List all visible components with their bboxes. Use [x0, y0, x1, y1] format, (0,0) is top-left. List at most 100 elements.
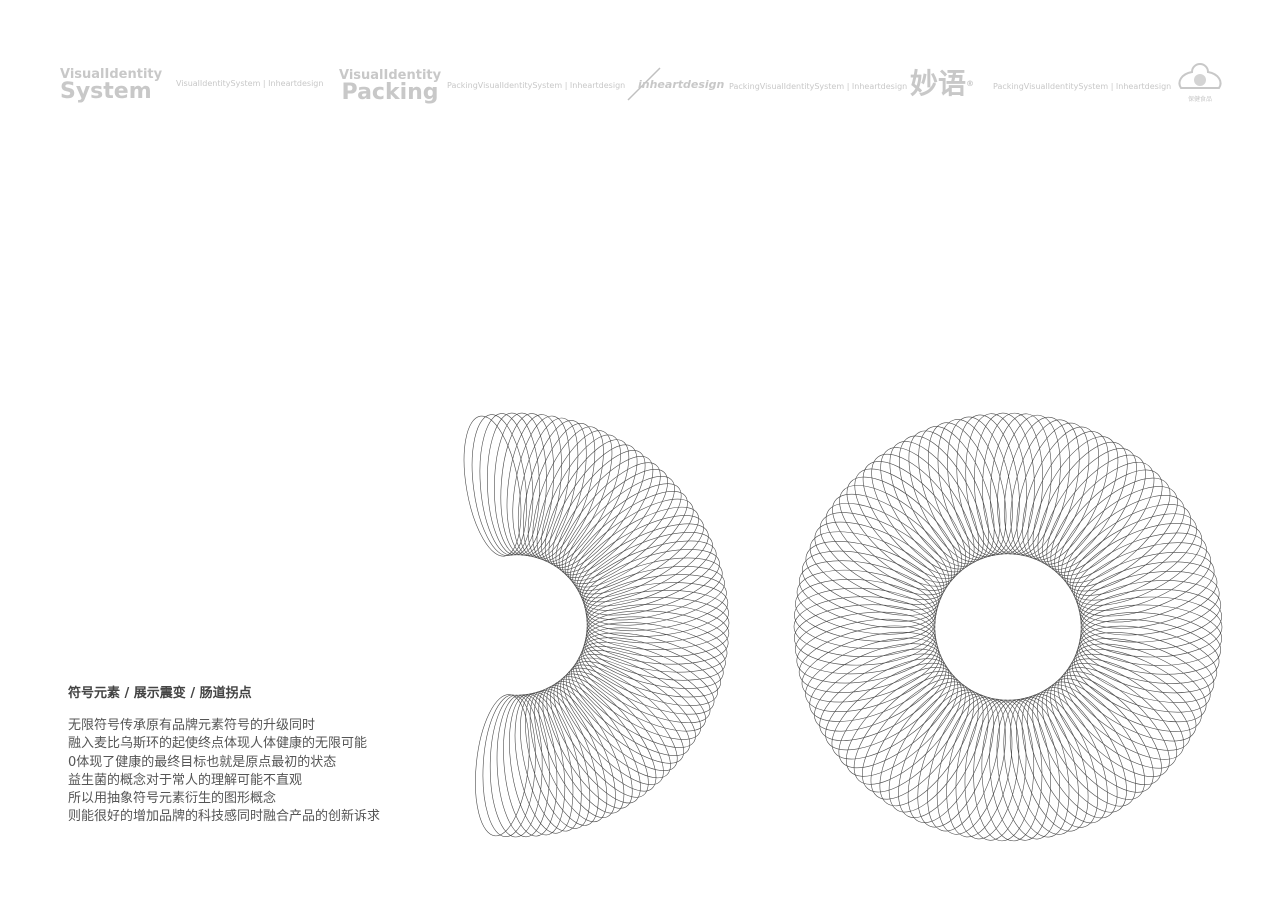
spiral-loop	[563, 670, 671, 779]
spiral-loop	[494, 412, 547, 556]
spiral-loop	[532, 426, 604, 561]
spiral-loop	[586, 597, 730, 650]
spiral-loop	[1072, 523, 1203, 606]
logo-miaoyu: 妙语®	[910, 68, 974, 100]
spiral-loop	[1003, 698, 1070, 838]
spiral-loop	[525, 691, 591, 829]
spiral-loop	[1041, 684, 1137, 807]
full-ring-spiral	[793, 412, 1223, 842]
registered-mark: ®	[966, 79, 975, 88]
spiral-loop	[576, 515, 704, 599]
description-line: 无限符号传承原有品牌元素符号的升级同时	[68, 718, 316, 733]
description-line: 融入麦比乌斯环的起使终点体现人体健康的无限可能	[68, 736, 368, 752]
spiral-loop	[928, 422, 1001, 559]
spiral-loop	[888, 687, 979, 813]
spiral-loop	[500, 413, 555, 556]
spiral-loop	[853, 674, 962, 785]
spiral-loop	[1077, 552, 1215, 623]
spiral-loop	[583, 632, 721, 698]
spiral-loop	[548, 444, 638, 568]
spiral-loop	[567, 483, 682, 585]
spiral-loop	[529, 690, 599, 826]
logo-visual-identity-system: VisualIdentity System	[60, 68, 162, 103]
spiral-loop	[1021, 693, 1099, 828]
spiral-loop	[552, 450, 646, 571]
spiral-loop	[544, 439, 630, 566]
spiral-loop	[793, 596, 936, 658]
spiral-loop	[1077, 632, 1215, 703]
spiral-loop	[538, 687, 616, 818]
spiral-loop	[1079, 571, 1220, 636]
spiral-loop	[1078, 561, 1218, 629]
spiral-loop	[814, 648, 945, 732]
spiral-loop	[854, 468, 963, 579]
spiral-loop	[795, 579, 936, 642]
spiral-loop	[973, 699, 1035, 842]
spiral-loop	[955, 698, 1020, 840]
spiral-loop	[1016, 422, 1090, 559]
logo-line: VisualIdentity	[60, 67, 163, 82]
spiral-loop	[463, 415, 522, 557]
spiral-loop	[1027, 431, 1109, 563]
spiral-loop	[571, 661, 691, 756]
spiral-loop	[579, 646, 711, 724]
spiral-loop	[578, 523, 709, 603]
spiral-loop	[572, 498, 694, 591]
spiral-loop	[845, 671, 959, 777]
spiral-loop	[1046, 454, 1146, 573]
spiral-loop	[981, 699, 1043, 842]
spiral-loop	[805, 637, 941, 712]
spiral-loop	[582, 637, 718, 706]
spiral-loop	[825, 502, 950, 596]
spiral-loop	[946, 697, 1013, 838]
spiral-loop	[1067, 504, 1192, 596]
spiral-loop	[482, 694, 536, 838]
spiral-loop	[584, 557, 723, 621]
spiral-loop	[1037, 687, 1127, 813]
spiral-loop	[514, 693, 574, 834]
spiral-loop	[870, 681, 970, 800]
tagline: PackingVisualIdentitySystem | Inheartdes…	[447, 81, 626, 90]
description: 无限符号传承原有品牌元素符号的升级同时 融入麦比乌斯环的起使终点体现人体健康的无…	[68, 717, 380, 827]
spiral-loop	[927, 695, 1000, 832]
spiral-loop	[1079, 619, 1220, 684]
spiral-loop	[550, 681, 641, 804]
spiral-loop	[831, 662, 952, 760]
spiral-loop	[580, 532, 713, 607]
half-ring-spiral	[463, 412, 730, 838]
spiral-loop	[471, 414, 527, 556]
spiral-loop	[585, 574, 727, 632]
spiral-loop	[1060, 667, 1178, 769]
spiral-loop	[1080, 589, 1223, 650]
spiral-loop	[1080, 612, 1222, 675]
spiral-loop	[997, 414, 1061, 556]
spiral-loop	[1037, 441, 1128, 567]
description-line: 所以用抽象符号元素衍生的图形概念	[68, 791, 277, 807]
logo-line: VisualIdentity	[339, 68, 442, 83]
spiral-loop	[553, 678, 649, 798]
spiral-loop	[1057, 671, 1170, 777]
spiral-loop	[581, 540, 717, 611]
spiral-loop	[1004, 416, 1070, 557]
logo-line: System	[60, 79, 152, 104]
badge-text: 保健食品	[1187, 96, 1212, 103]
spiral-loop	[1042, 448, 1137, 570]
spiral-loop	[585, 622, 726, 681]
spiral-loop	[1080, 580, 1222, 643]
spiral-loop	[561, 469, 668, 578]
description-line: 则能很好的增加品牌的科技感同时融合产品的创新诉求	[68, 809, 381, 825]
spiral-loop	[871, 453, 971, 573]
spiral-loop	[917, 693, 994, 828]
spiral-loop	[1066, 658, 1191, 751]
spiral-loop	[989, 699, 1051, 841]
spiral-loop	[568, 664, 685, 764]
spiral-loop	[799, 560, 938, 628]
spiral-loop	[509, 693, 566, 836]
spiral-loop	[1071, 648, 1202, 732]
spiral-loop	[1027, 691, 1108, 824]
tagline: VisualIdentitySystem | Inheartdesign	[176, 79, 324, 88]
spiral-loop	[1080, 596, 1223, 658]
spiral-loop	[794, 611, 936, 675]
spiral-loop	[534, 688, 608, 823]
spiral-loop	[1032, 689, 1118, 819]
